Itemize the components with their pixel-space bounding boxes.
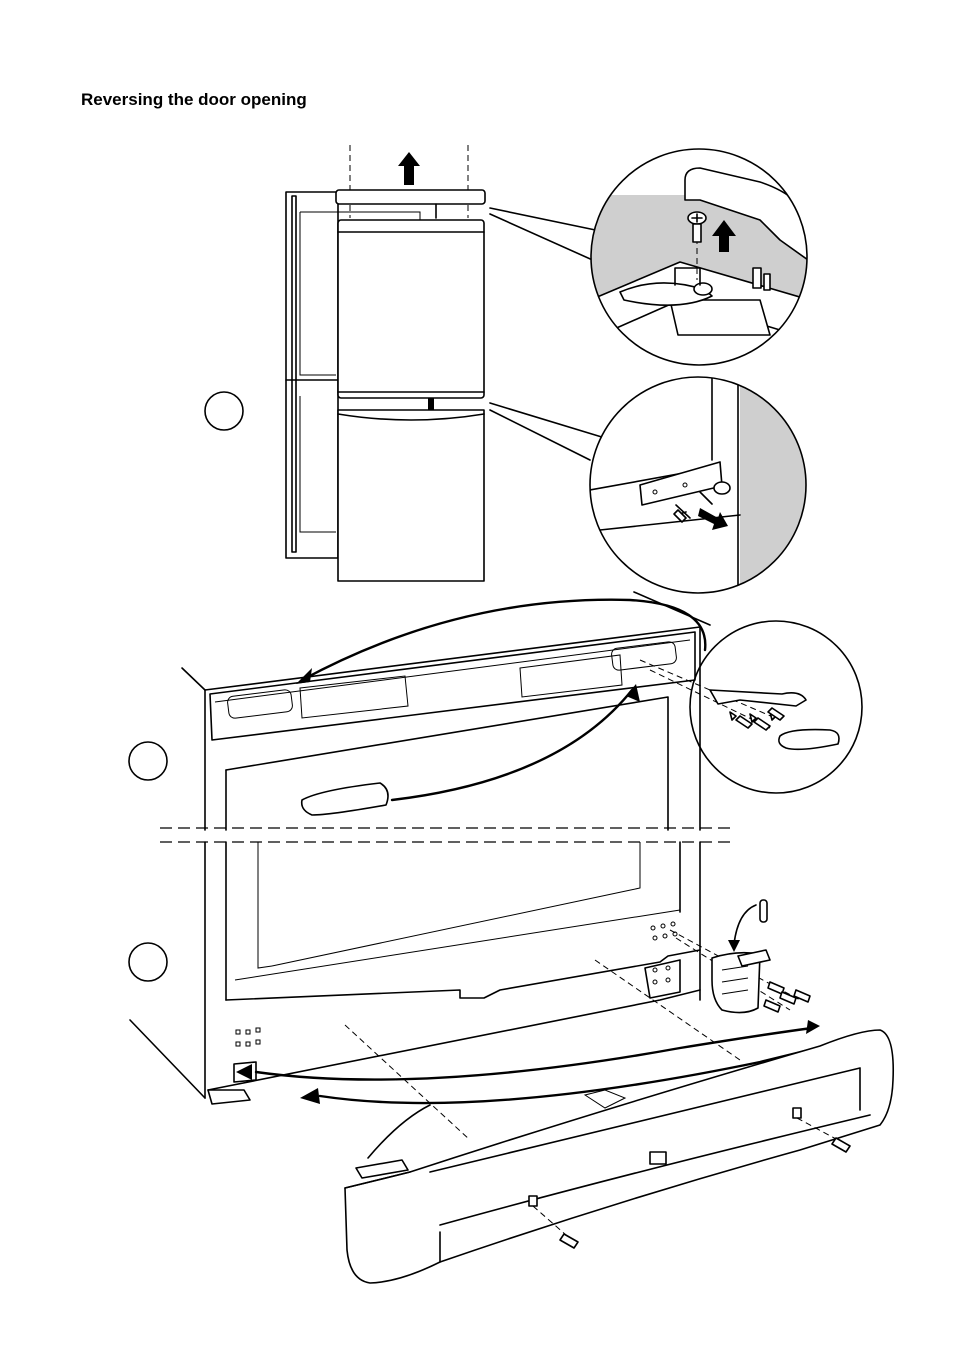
cabinet-front-panel: [182, 592, 710, 830]
magnifier-circle-icon: [690, 621, 862, 793]
screw-icon: [780, 992, 796, 1004]
step-2-marker: [129, 742, 167, 780]
fridge-front-view: [286, 145, 485, 581]
screw-icon: [768, 708, 784, 720]
middle-hinge-detail: [590, 377, 810, 597]
arrow-up-icon: [398, 152, 420, 185]
step-1-marker: [205, 392, 243, 430]
screw-icon: [794, 990, 810, 1002]
plinth-panel: [345, 1030, 893, 1283]
screw-icon: [560, 1234, 578, 1248]
cabinet-hinge-detail: [640, 621, 862, 793]
screw-icon: [832, 1138, 850, 1152]
step-3-marker: [129, 943, 167, 981]
screw-icon: [754, 718, 770, 730]
screw-icon: [764, 1000, 780, 1012]
top-hinge-detail: [590, 149, 820, 380]
hinge-bracket-icon: [710, 690, 806, 706]
